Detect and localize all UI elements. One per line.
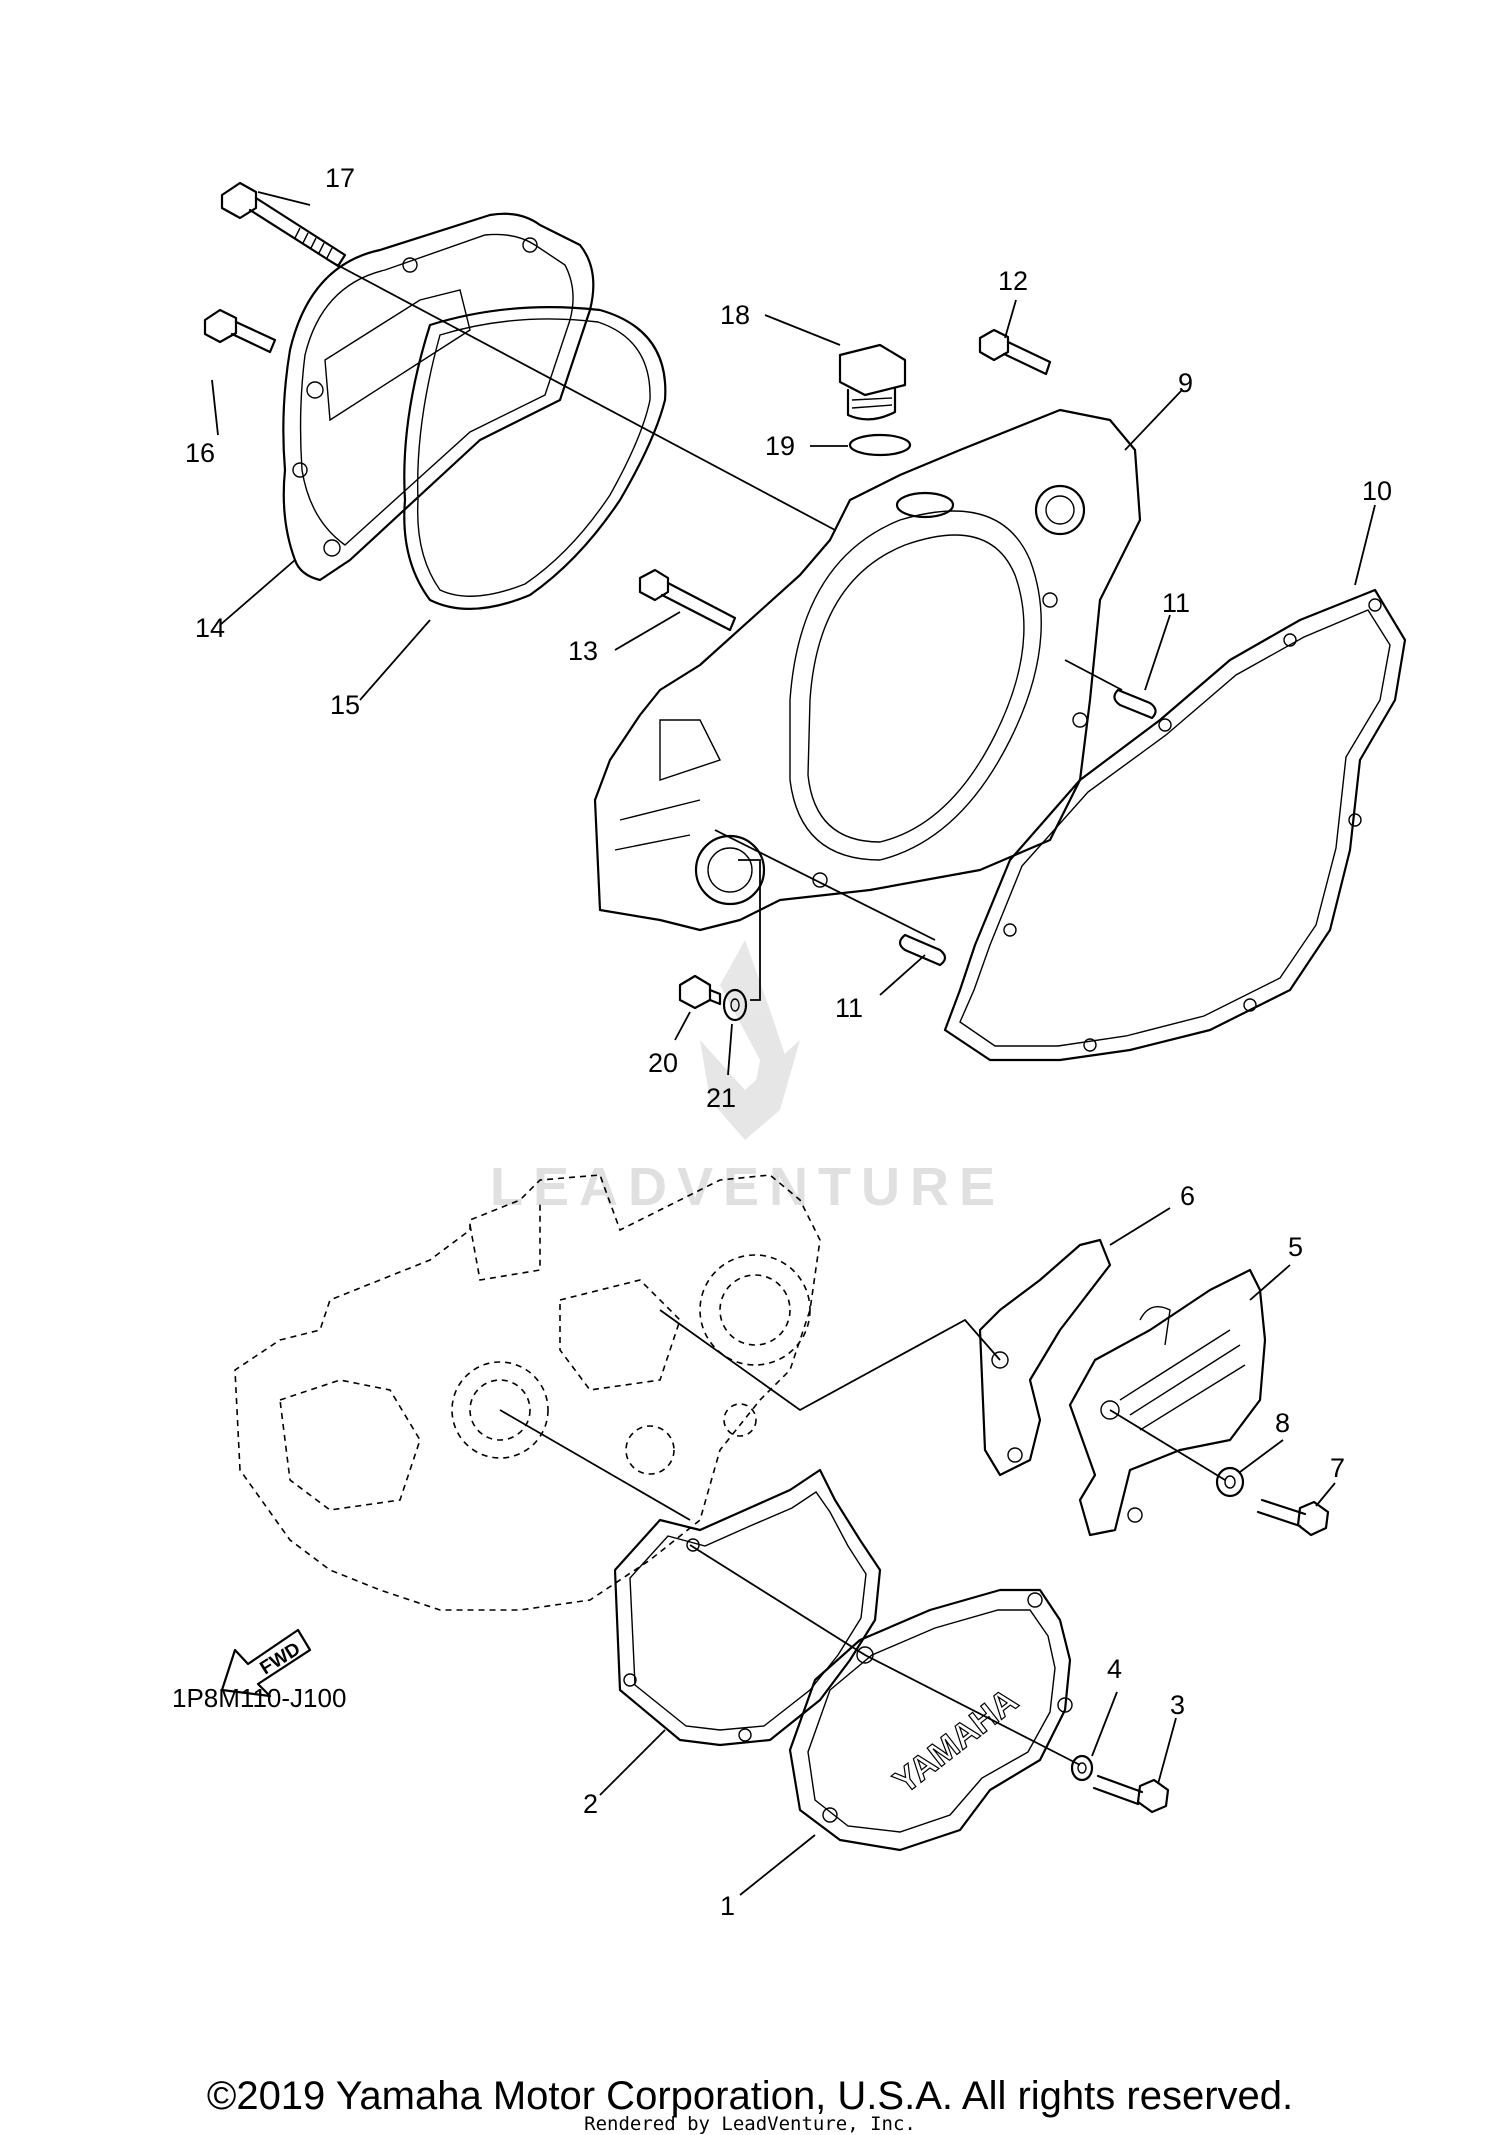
callout-leaders <box>211 191 1376 1896</box>
part-4-washer <box>1070 1754 1094 1782</box>
fwd-label: FWD <box>257 1639 305 1680</box>
rendered-by-notice: Rendered by LeadVenture, Inc. <box>584 2113 916 2135</box>
callout-11-lower: 11 <box>835 993 863 1023</box>
callout-13: 13 <box>568 636 598 666</box>
part-7-bolt <box>1256 1498 1330 1537</box>
callout-3: 3 <box>1170 1690 1185 1720</box>
callout-4: 4 <box>1107 1654 1122 1684</box>
part-1-generator-cover: YAMAHA <box>788 1588 1073 1852</box>
part-10-gasket <box>943 588 1407 1062</box>
leadventure-watermark: LEADVENTURE <box>490 940 1005 1217</box>
callout-2: 2 <box>583 1789 598 1819</box>
diagram-code: 1P8M110-J100 <box>172 1683 347 1713</box>
part-19-o-ring <box>848 433 912 457</box>
part-14-clutch-cover <box>282 212 595 582</box>
callout-5: 5 <box>1288 1232 1303 1262</box>
callout-14: 14 <box>195 613 225 643</box>
part-13-bolt <box>638 568 737 632</box>
watermark-text: LEADVENTURE <box>490 1157 1005 1217</box>
callout-12: 12 <box>998 266 1028 296</box>
crankcase-reference <box>234 1174 821 1611</box>
part-18-filler-cap <box>838 343 907 421</box>
callout-20: 20 <box>648 1048 678 1078</box>
part-11-dowel-upper <box>1113 688 1157 720</box>
callout-21: 21 <box>706 1083 736 1113</box>
callout-8: 8 <box>1275 1408 1290 1438</box>
callout-15: 15 <box>330 690 360 720</box>
part-11-dowel-lower <box>898 933 947 967</box>
part-8-washer <box>1215 1466 1245 1498</box>
part-17-bolt <box>220 181 347 268</box>
callout-17: 17 <box>325 163 355 193</box>
part-3-bolt <box>1092 1774 1170 1814</box>
callout-10: 10 <box>1362 476 1392 506</box>
part-2-gasket <box>613 1468 882 1747</box>
part-16-bolt <box>203 308 277 354</box>
part-21-washer <box>722 988 748 1022</box>
callout-18: 18 <box>720 300 750 330</box>
callout-7: 7 <box>1330 1453 1345 1483</box>
part-6-bracket <box>978 1238 1112 1477</box>
callout-1: 1 <box>720 1891 735 1921</box>
callout-16: 16 <box>185 438 215 468</box>
part-5-sprocket-cover <box>1068 1268 1267 1537</box>
copyright-notice: ©2019 Yamaha Motor Corporation, U.S.A. A… <box>206 2074 1294 2118</box>
callout-6: 6 <box>1180 1181 1195 1211</box>
part-20-drain-bolt <box>678 974 722 1010</box>
callout-19: 19 <box>765 431 795 461</box>
reference-lines <box>327 259 1226 1766</box>
callout-9: 9 <box>1178 368 1193 398</box>
callout-11-upper: 11 <box>1162 588 1190 618</box>
yamaha-brand-label: YAMAHA <box>887 1681 1026 1801</box>
part-15-gasket <box>403 306 667 610</box>
callouts: 1 2 3 4 5 6 7 8 9 10 11 11 12 13 14 15 1… <box>185 163 1392 1921</box>
part-12-bolt <box>978 328 1052 376</box>
part-9-crankcase-cover <box>593 408 1142 932</box>
